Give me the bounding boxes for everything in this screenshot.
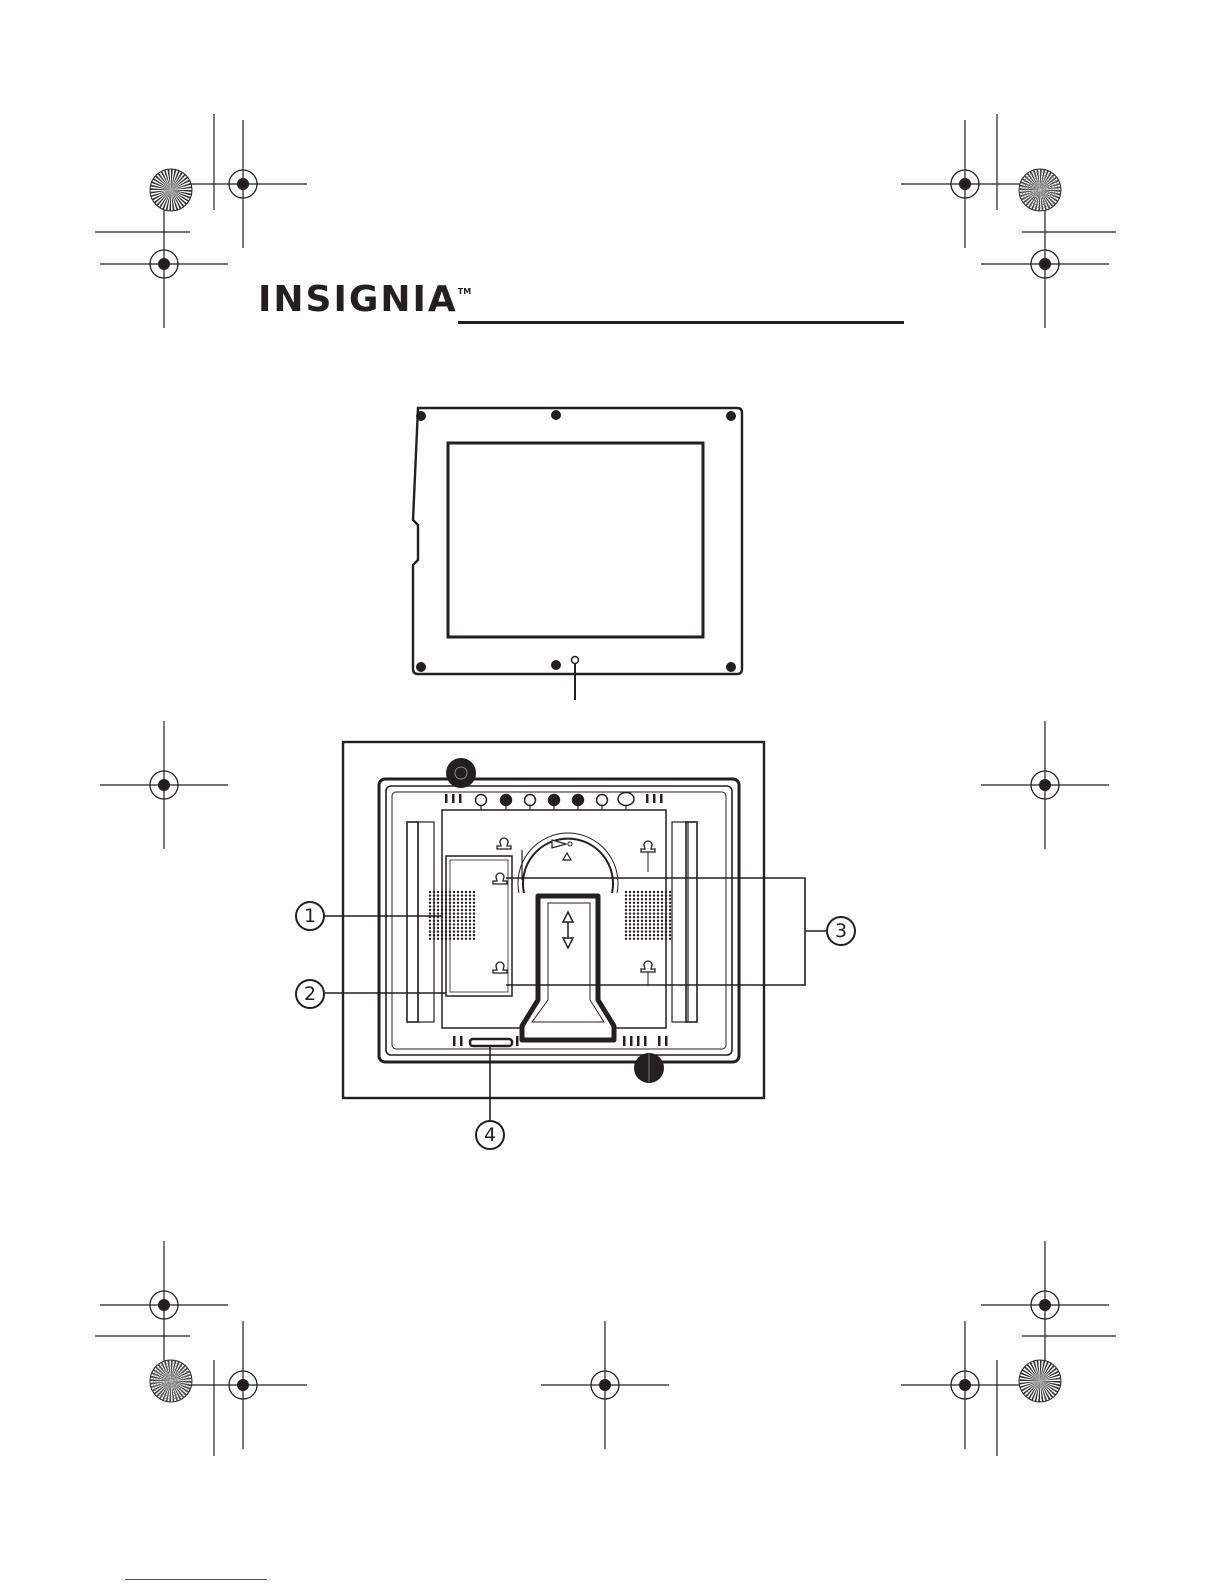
rubber-foot <box>446 758 476 788</box>
footer-link-underline <box>125 1579 267 1580</box>
callout-2: 2 <box>295 979 325 1009</box>
callout-4: 4 <box>475 1120 505 1150</box>
memory-card-slot <box>470 1039 512 1046</box>
callout-3: 3 <box>826 916 856 946</box>
callout-1: 1 <box>295 901 325 931</box>
power-button-icon <box>476 795 487 806</box>
